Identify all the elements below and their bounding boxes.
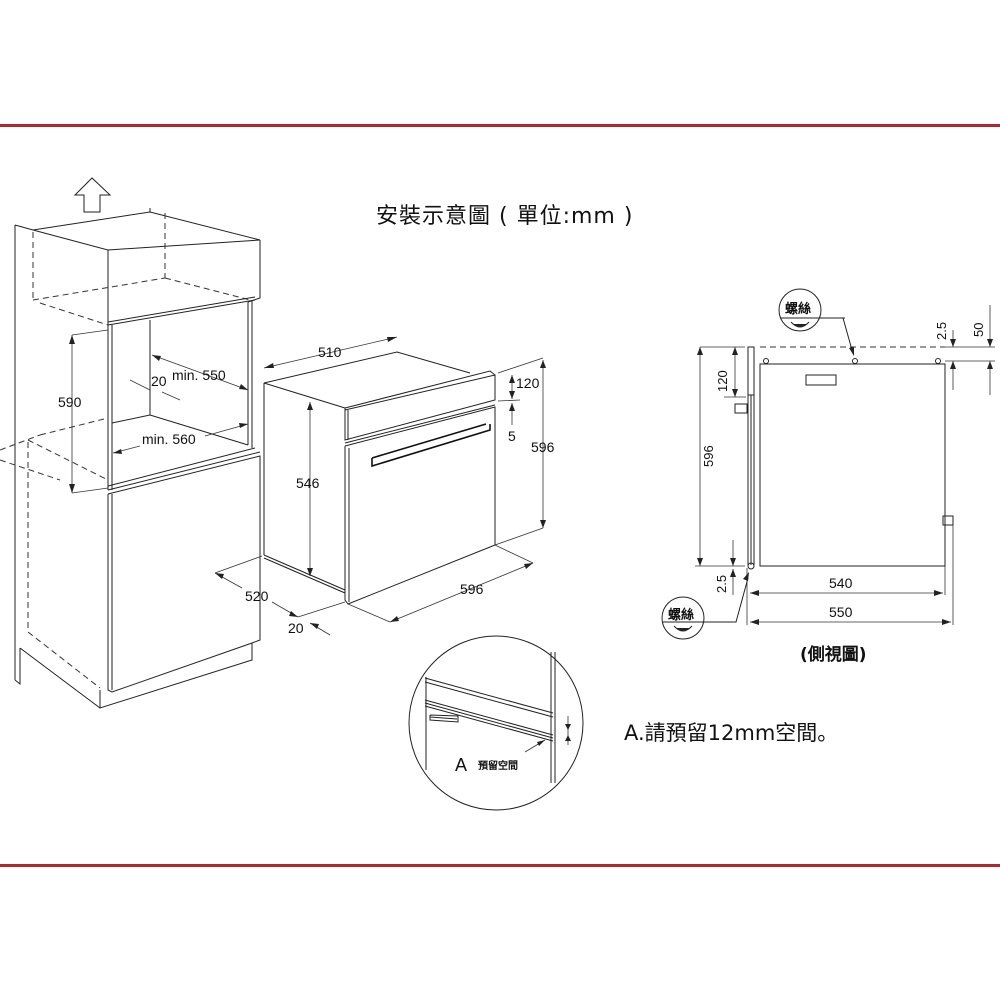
dim-oven-front-width: 596	[460, 581, 484, 597]
dim-cabinet-depth: min. 550	[172, 367, 226, 383]
dim-side-body-depth: 540	[829, 575, 853, 591]
dim-cabinet-rear-gap: 20	[151, 373, 167, 389]
dim-oven-panel-height: 120	[516, 375, 540, 391]
arrow-up-icon	[73, 177, 112, 213]
bottom-divider-line	[0, 864, 1000, 867]
clearance-note: A.請預留12mm空間。	[624, 721, 839, 745]
dim-oven-front-offset: 20	[288, 620, 304, 636]
dim-oven-panel-gap: 5	[508, 428, 516, 444]
dim-oven-total-height: 596	[531, 439, 555, 455]
side-view-caption: (側視圖)	[800, 645, 867, 665]
dim-oven-body-height: 546	[296, 475, 320, 491]
screw-label-top: 螺絲	[785, 301, 811, 317]
detail-label-text: 預留空間	[478, 759, 518, 772]
detail-circle: A 預留空間	[408, 635, 584, 811]
dim-side-top-gap: 2.5	[934, 322, 949, 340]
diagram-title: 安裝示意圖 ( 單位:mm )	[376, 204, 634, 229]
dim-side-panel-height: 120	[715, 370, 730, 392]
dim-side-total-depth: 550	[829, 604, 853, 620]
side-view-drawing: 596 120 2.5 2.5 50 540 550	[661, 288, 995, 640]
screw-callout-top: 螺絲	[778, 288, 854, 356]
oven-drawing: 510 120 5 596 546 520 20 596	[214, 336, 555, 636]
dim-cabinet-height: 590	[58, 394, 82, 410]
screw-callout-bottom: 螺絲	[661, 572, 749, 640]
cabinet-drawing: 590 min. 550 20 min. 560	[0, 177, 261, 709]
dim-side-top-offset: 50	[971, 323, 986, 337]
screw-label-bottom: 螺絲	[668, 607, 694, 623]
dim-oven-top-depth: 510	[318, 344, 342, 360]
top-divider-line	[0, 124, 1000, 127]
dim-cabinet-width: min. 560	[142, 431, 196, 447]
dim-oven-body-depth: 520	[245, 588, 269, 604]
detail-label-letter: A	[455, 755, 467, 775]
dim-side-bottom-gap: 2.5	[714, 575, 729, 593]
dim-side-total-height: 596	[701, 445, 716, 467]
